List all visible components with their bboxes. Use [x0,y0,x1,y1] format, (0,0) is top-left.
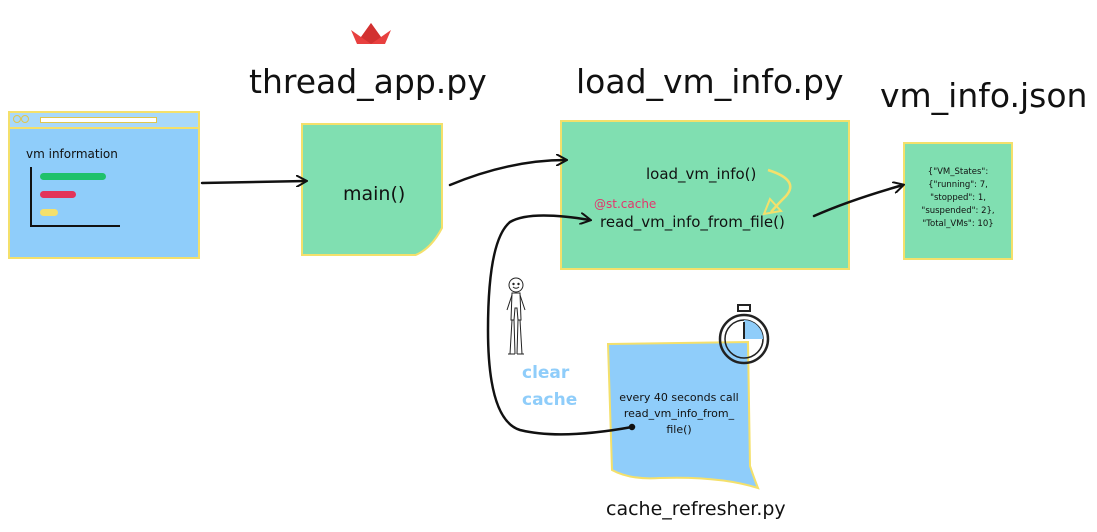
json-line: "suspended": 2}, [921,206,995,216]
json-line: {"running": 7, [928,180,988,190]
arrow-browser-to-main [200,181,306,183]
clear-cache-line: clear [522,363,570,383]
json-line: "stopped": 1, [930,193,986,203]
clear-cache-label: clear cache [522,360,577,414]
chart-x-axis [30,225,120,227]
arrow-main-to-load [448,160,566,187]
refresher-line: file() [666,423,692,436]
thread-app-title: thread_app.py [249,62,487,101]
read-vm-info-function: read_vm_info_from_file() [600,213,785,231]
json-line: {"VM_States": [927,167,989,177]
arrow-load-to-read-head [762,197,783,216]
st-cache-decorator: @st.cache [594,197,657,211]
main-function: main() [343,183,406,205]
window-dot-icon [13,115,21,123]
load-vm-info-note: load_vm_info() @st.cache read_vm_info_fr… [560,120,850,270]
arrow-load-to-read [767,168,792,213]
browser-title-bar [10,113,198,129]
note-curl [413,226,443,256]
bar-green [40,173,106,180]
thread-app-note: main() [301,123,443,256]
cache-refresher-note-shape [606,340,760,490]
json-content: {"VM_States": {"running": 7, "stopped": … [905,166,1011,231]
window-dot-icon [21,115,29,123]
refresher-line: read_vm_info_from_ [623,407,735,420]
bar-red [40,191,76,198]
stopwatch-icon [718,304,770,365]
arrow-read-to-json [812,185,903,218]
bar-yellow [40,209,58,216]
connector-dot [628,423,636,431]
cache-refresher-title: cache_refresher.py [606,498,786,520]
clear-cache-line: cache [522,390,578,410]
vm-info-json-title: vm_info.json [880,76,1088,115]
stick-figure-icon [506,277,526,355]
json-line: "Total_VMs": 10} [922,219,994,229]
vm-info-json-note: {"VM_States": {"running": 7, "stopped": … [903,142,1013,260]
streamlit-crown-icon [351,23,391,44]
chart-y-axis [30,167,32,227]
address-bar [40,117,157,123]
cache-refresher-note: every 40 seconds call read_vm_info_from_… [606,390,752,438]
load-vm-info-function: load_vm_info() [646,165,757,183]
refresher-line: every 40 seconds call [619,391,739,404]
arrow-refresher-to-read [486,215,634,436]
browser-label: vm information [26,147,118,161]
load-vm-info-title: load_vm_info.py [576,62,844,101]
browser-window: vm information [8,111,200,259]
